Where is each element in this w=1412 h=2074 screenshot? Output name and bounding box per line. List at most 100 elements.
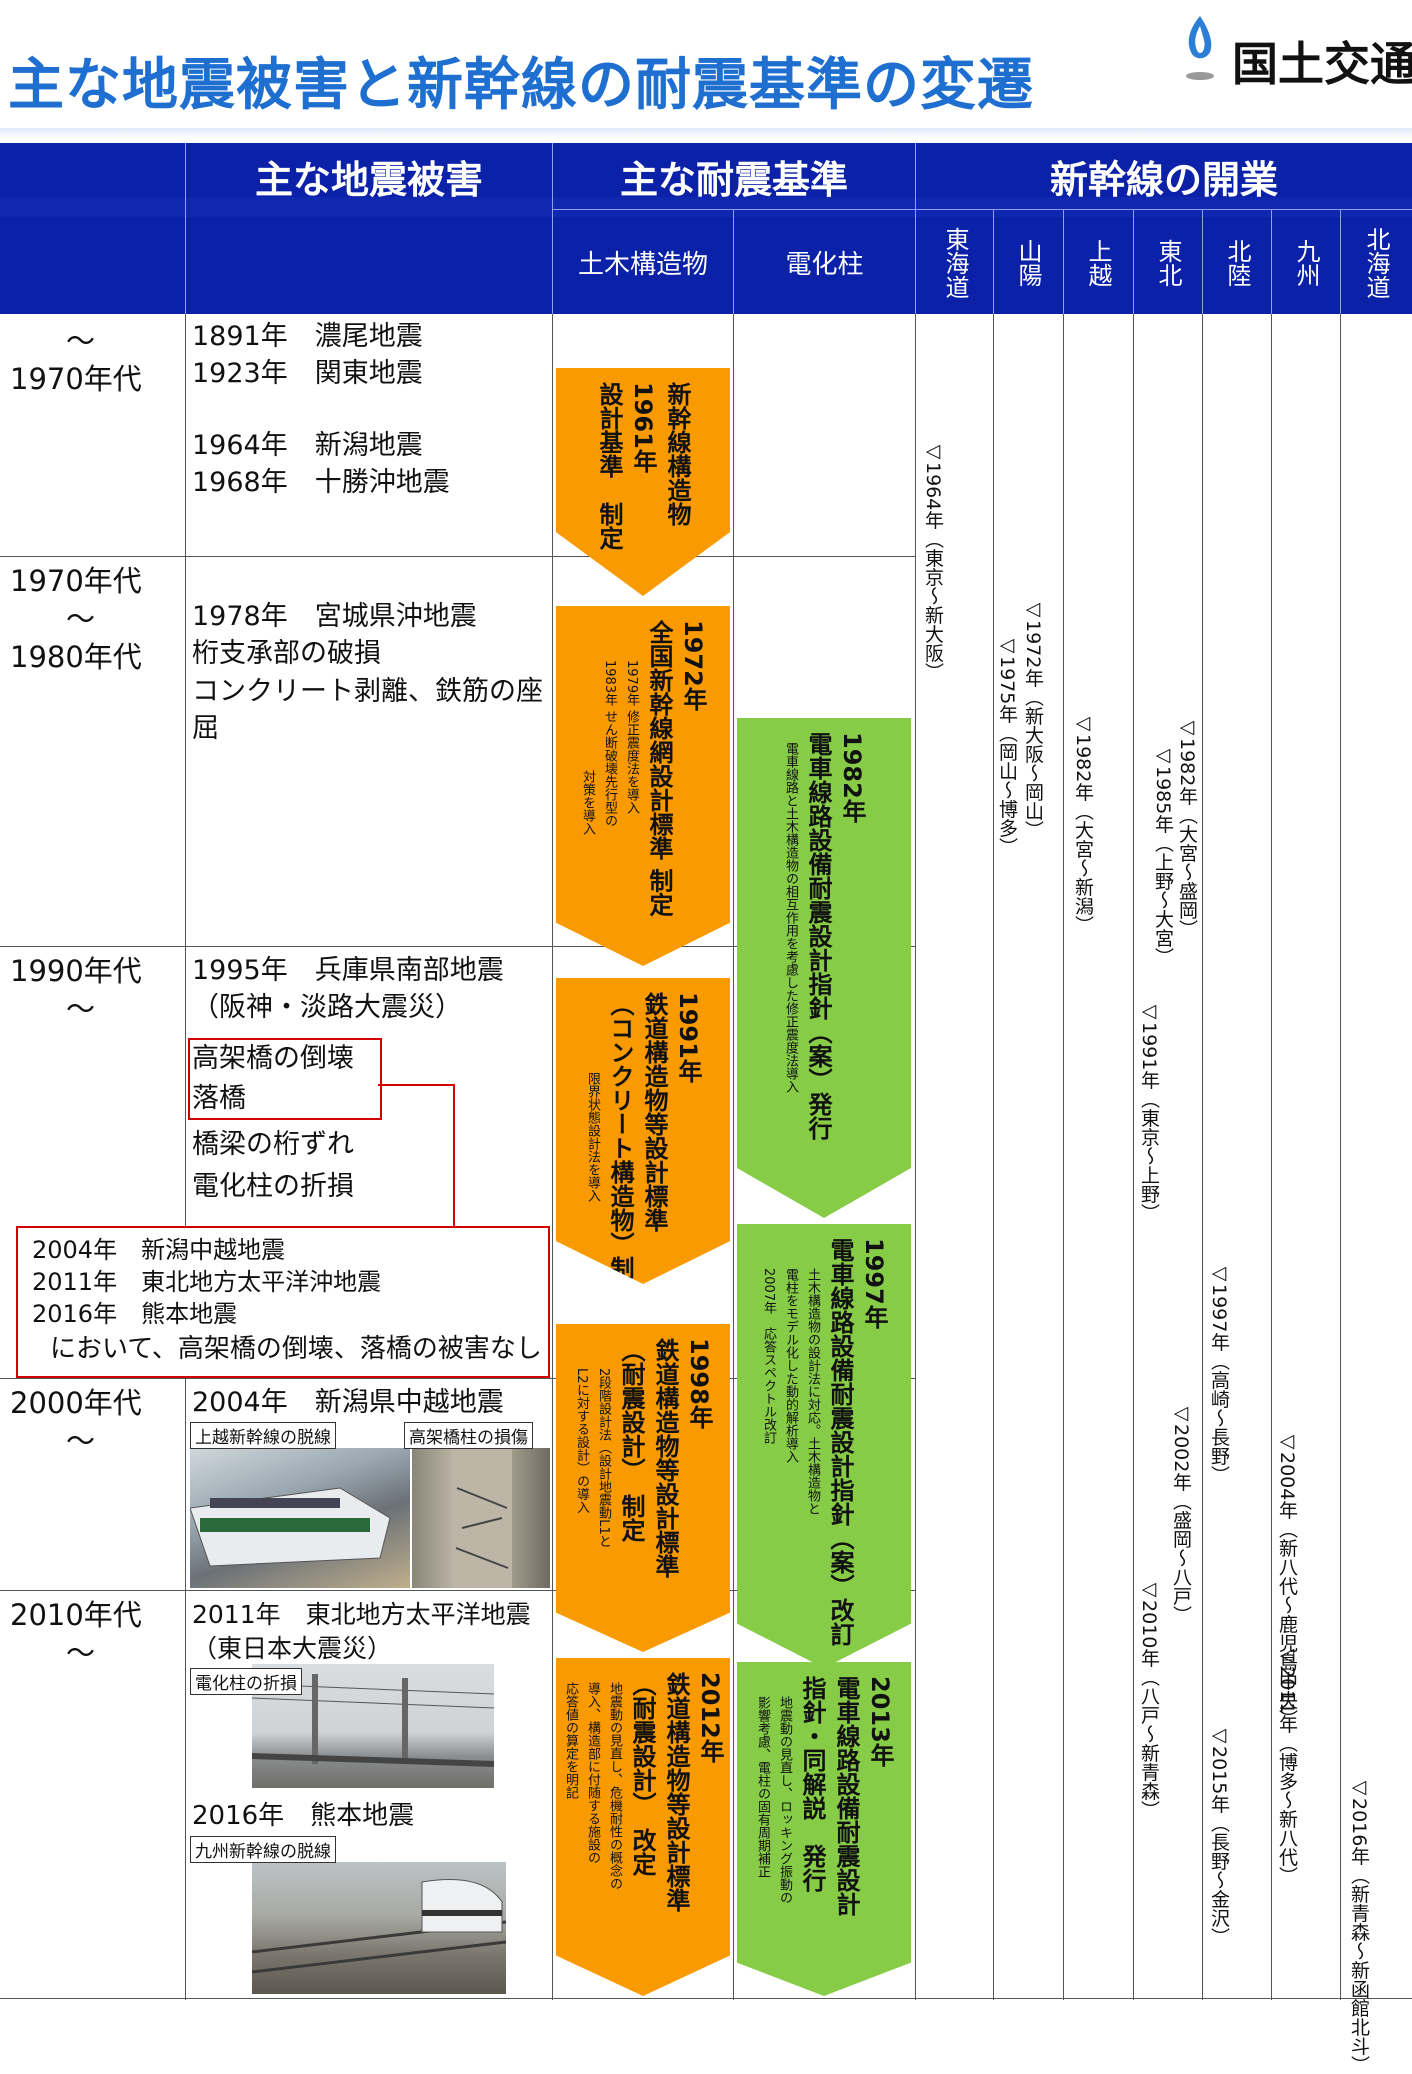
table-header (0, 143, 1412, 314)
standard-text: 全国新幹線網設計標準 制定 (645, 620, 673, 917)
pole-guideline-1997: 1997年 電車線路設備耐震設計指針（案）改訂 土木構造物の設計法に対応。土木構… (737, 1224, 911, 1668)
photo-label-pillar: 高架橋柱の損傷 (404, 1422, 533, 1449)
standard-note: 対策を導入 (580, 770, 595, 835)
event-1891: 1891年 濃尾地震 (192, 321, 423, 352)
standard-text: （耐震設計） 改定 (628, 1672, 656, 1876)
header-line-6: 九州 (1292, 239, 1320, 287)
standard-1961: 新幹線構造物 1961年 設計基準 制定 (556, 368, 730, 596)
event-2011: 2011年 東北地方太平洋地震 (192, 1600, 531, 1629)
standard-text: 指針・同解説 発行 (798, 1676, 826, 1892)
opening-kyushu-2004: ◁2004年（新八代〜鹿児島中央） (1276, 1430, 1298, 1729)
standard-text: （耐震設計） 制定 (617, 1338, 645, 1542)
header-line-5: 北陸 (1223, 239, 1251, 287)
opening-tohoku-1991: ◁1991年（東京〜上野） (1138, 1000, 1160, 1223)
header-civil-structures: 土木構造物 (577, 249, 708, 280)
event-1964: 1964年 新潟地震 (192, 430, 423, 461)
standard-text: 1961年 (629, 382, 657, 473)
standard-text: 鉄道構造物等設計標準 (651, 1338, 679, 1578)
standard-text: 2013年 (866, 1676, 894, 1767)
highlight-box-viaduct (188, 1038, 382, 1120)
photo-viaduct-pillar (412, 1448, 550, 1588)
note-2004: 2004年 新潟中越地震 (32, 1236, 286, 1264)
period-2000: 2000年代〜 (10, 1386, 142, 1458)
standard-text: 2012年 (696, 1672, 724, 1763)
standard-note: 1979年 修正震度法を導入 (624, 660, 639, 815)
photo-joetsu-derail (190, 1448, 410, 1588)
header-standards: 主な耐震基準 (619, 157, 848, 202)
standard-text: 新幹線構造物 (663, 382, 691, 526)
damage-girder-shift: 橋梁の桁ずれ (192, 1129, 354, 1160)
damage-concrete-cont: 屈 (192, 713, 219, 744)
note-2016: 2016年 熊本地震 (32, 1300, 238, 1328)
photo-kyushu-derail (252, 1862, 506, 1994)
event-2004: 2004年 新潟県中越地震 (192, 1387, 504, 1418)
ministry-logo-icon (1186, 16, 1214, 80)
standard-text: 鉄道構造物等設計標準 (662, 1672, 690, 1912)
standard-text: 電車線路設備耐震設計指針（案）改訂 (826, 1238, 854, 1646)
title-divider (0, 128, 1412, 138)
opening-tohoku-2002: ◁2002年（盛岡〜八戸） (1170, 1402, 1192, 1625)
page-title: 主な地震被害と新幹線の耐震基準の変遷 (8, 53, 1034, 118)
standard-text: 電車線路設備耐震設計 (832, 1676, 860, 1916)
opening-hokuriku-2015: ◁2015年（長野〜金沢） (1208, 1724, 1230, 1947)
opening-joetsu-1982: ◁1982年（大宮〜新潟） (1072, 712, 1094, 935)
standard-2012: 2012年 鉄道構造物等設計標準 （耐震設計） 改定 地震動の見直し、危機耐性の… (556, 1658, 730, 1996)
standard-text: 電車線路設備耐震設計指針（案）発行 (804, 732, 832, 1140)
damage-bridge-fall: 落橋 (192, 1083, 246, 1114)
standard-note: 地震動の見直し、ロッキング振動の (777, 1696, 792, 1904)
period-2010: 2010年代〜 (10, 1598, 142, 1670)
event-1923: 1923年 関東地震 (192, 358, 423, 389)
header-line-4: 東北 (1154, 239, 1182, 287)
period-pre-1970: 〜1970年代 (10, 324, 142, 396)
opening-hokuriku-1997: ◁1997年（高崎〜長野） (1208, 1262, 1230, 1485)
opening-sanyo-1975: ◁1975年（岡山〜博多） (996, 634, 1018, 857)
pole-guideline-1982: 1982年 電車線路設備耐震設計指針（案）発行 電車線路と土木構造物の相互作用を… (737, 718, 911, 1218)
standard-text: 1997年 (860, 1238, 888, 1329)
event-1968: 1968年 十勝沖地震 (192, 467, 450, 498)
note-2011: 2011年 東北地方太平洋沖地震 (32, 1268, 382, 1296)
opening-hokkaido-2016: ◁2016年（新青森〜新函館北斗） (1348, 1776, 1370, 2074)
opening-tohoku-1985: ◁1985年（上野〜大宮） (1152, 744, 1174, 967)
opening-tohoku-2010: ◁2010年（八戸〜新青森） (1138, 1578, 1160, 1820)
period-label: 1970年代 (10, 362, 142, 396)
standard-note: 1983年 せん断破壊先行型の (602, 660, 617, 828)
opening-kyushu-2011: ◁2011年（博多〜新八代） (1276, 1644, 1298, 1886)
damage-concrete: コンクリート剥離、鉄筋の座 (192, 676, 543, 707)
standard-text: 1982年 (838, 732, 866, 823)
standard-1991: 1991年 鉄道構造物等設計標準 （コンクリート構造物）制定 限界状態設計法を導… (556, 978, 730, 1284)
note-no-damage: において、高架橋の倒壊、落橋の被害なし (50, 1334, 542, 1364)
event-1995: 1995年 兵庫県南部地震 (192, 955, 504, 986)
standard-note: 土木構造物の設計法に対応。土木構造物と (805, 1268, 820, 1515)
header-line-3: 上越 (1084, 239, 1112, 287)
standard-text: 鉄道構造物等設計標準 (640, 992, 668, 1232)
event-1978: 1978年 宮城県沖地震 (192, 601, 477, 632)
standard-note: 電車線路と土木構造物の相互作用を考慮した修正震度法導入 (783, 742, 798, 1093)
standard-note: L2に対する設計）の導入 (574, 1368, 589, 1514)
opening-tohoku-1982: ◁1982年（大宮〜盛岡） (1176, 716, 1198, 939)
damage-bearing: 桁支承部の破損 (192, 638, 381, 669)
standard-note: 影響考慮、電柱の固有周期補正 (755, 1696, 770, 1878)
event-1995-sub: （阪神・淡路大震災） (192, 992, 462, 1023)
note-box-no-damage (16, 1226, 550, 1378)
standard-text: 1991年 (674, 992, 702, 1083)
standard-text: 1998年 (685, 1338, 713, 1429)
standard-note: 電柱をモデル化した動的解析導入 (783, 1268, 798, 1463)
connector-line (378, 1084, 455, 1226)
header-opening: 新幹線の開業 (1049, 157, 1278, 202)
damage-viaduct-collapse: 高架橋の倒壊 (192, 1043, 354, 1074)
standard-note: 2段階設計法（設計地震動L1と (596, 1368, 611, 1548)
period-1990: 1990年代〜 (10, 954, 142, 1026)
standard-note: 地震動の見直し、危機耐性の概念の (607, 1682, 622, 1890)
header-line-7: 北海道 (1362, 227, 1390, 299)
standard-text: 設計基準 制定 (595, 382, 623, 550)
photo-label-kyushu: 九州新幹線の脱線 (190, 1836, 336, 1863)
photo-label-pole: 電化柱の折損 (190, 1668, 302, 1695)
standard-1998: 1998年 鉄道構造物等設計標準 （耐震設計） 制定 2段階設計法（設計地震動L… (556, 1324, 730, 1652)
standard-text: （コンクリート構造物）制定 (606, 992, 634, 1304)
header-electric-pole: 電化柱 (785, 249, 864, 280)
opening-tokaido-1964: ◁1964年（東京〜新大阪） (922, 440, 944, 682)
header-line-2: 山陽 (1014, 239, 1042, 287)
photo-label-joetsu: 上越新幹線の脱線 (190, 1422, 336, 1449)
opening-sanyo-1972: ◁1972年（新大阪〜岡山） (1022, 598, 1044, 840)
standard-note: 2007年 応答スペクトル改訂 (761, 1268, 776, 1445)
